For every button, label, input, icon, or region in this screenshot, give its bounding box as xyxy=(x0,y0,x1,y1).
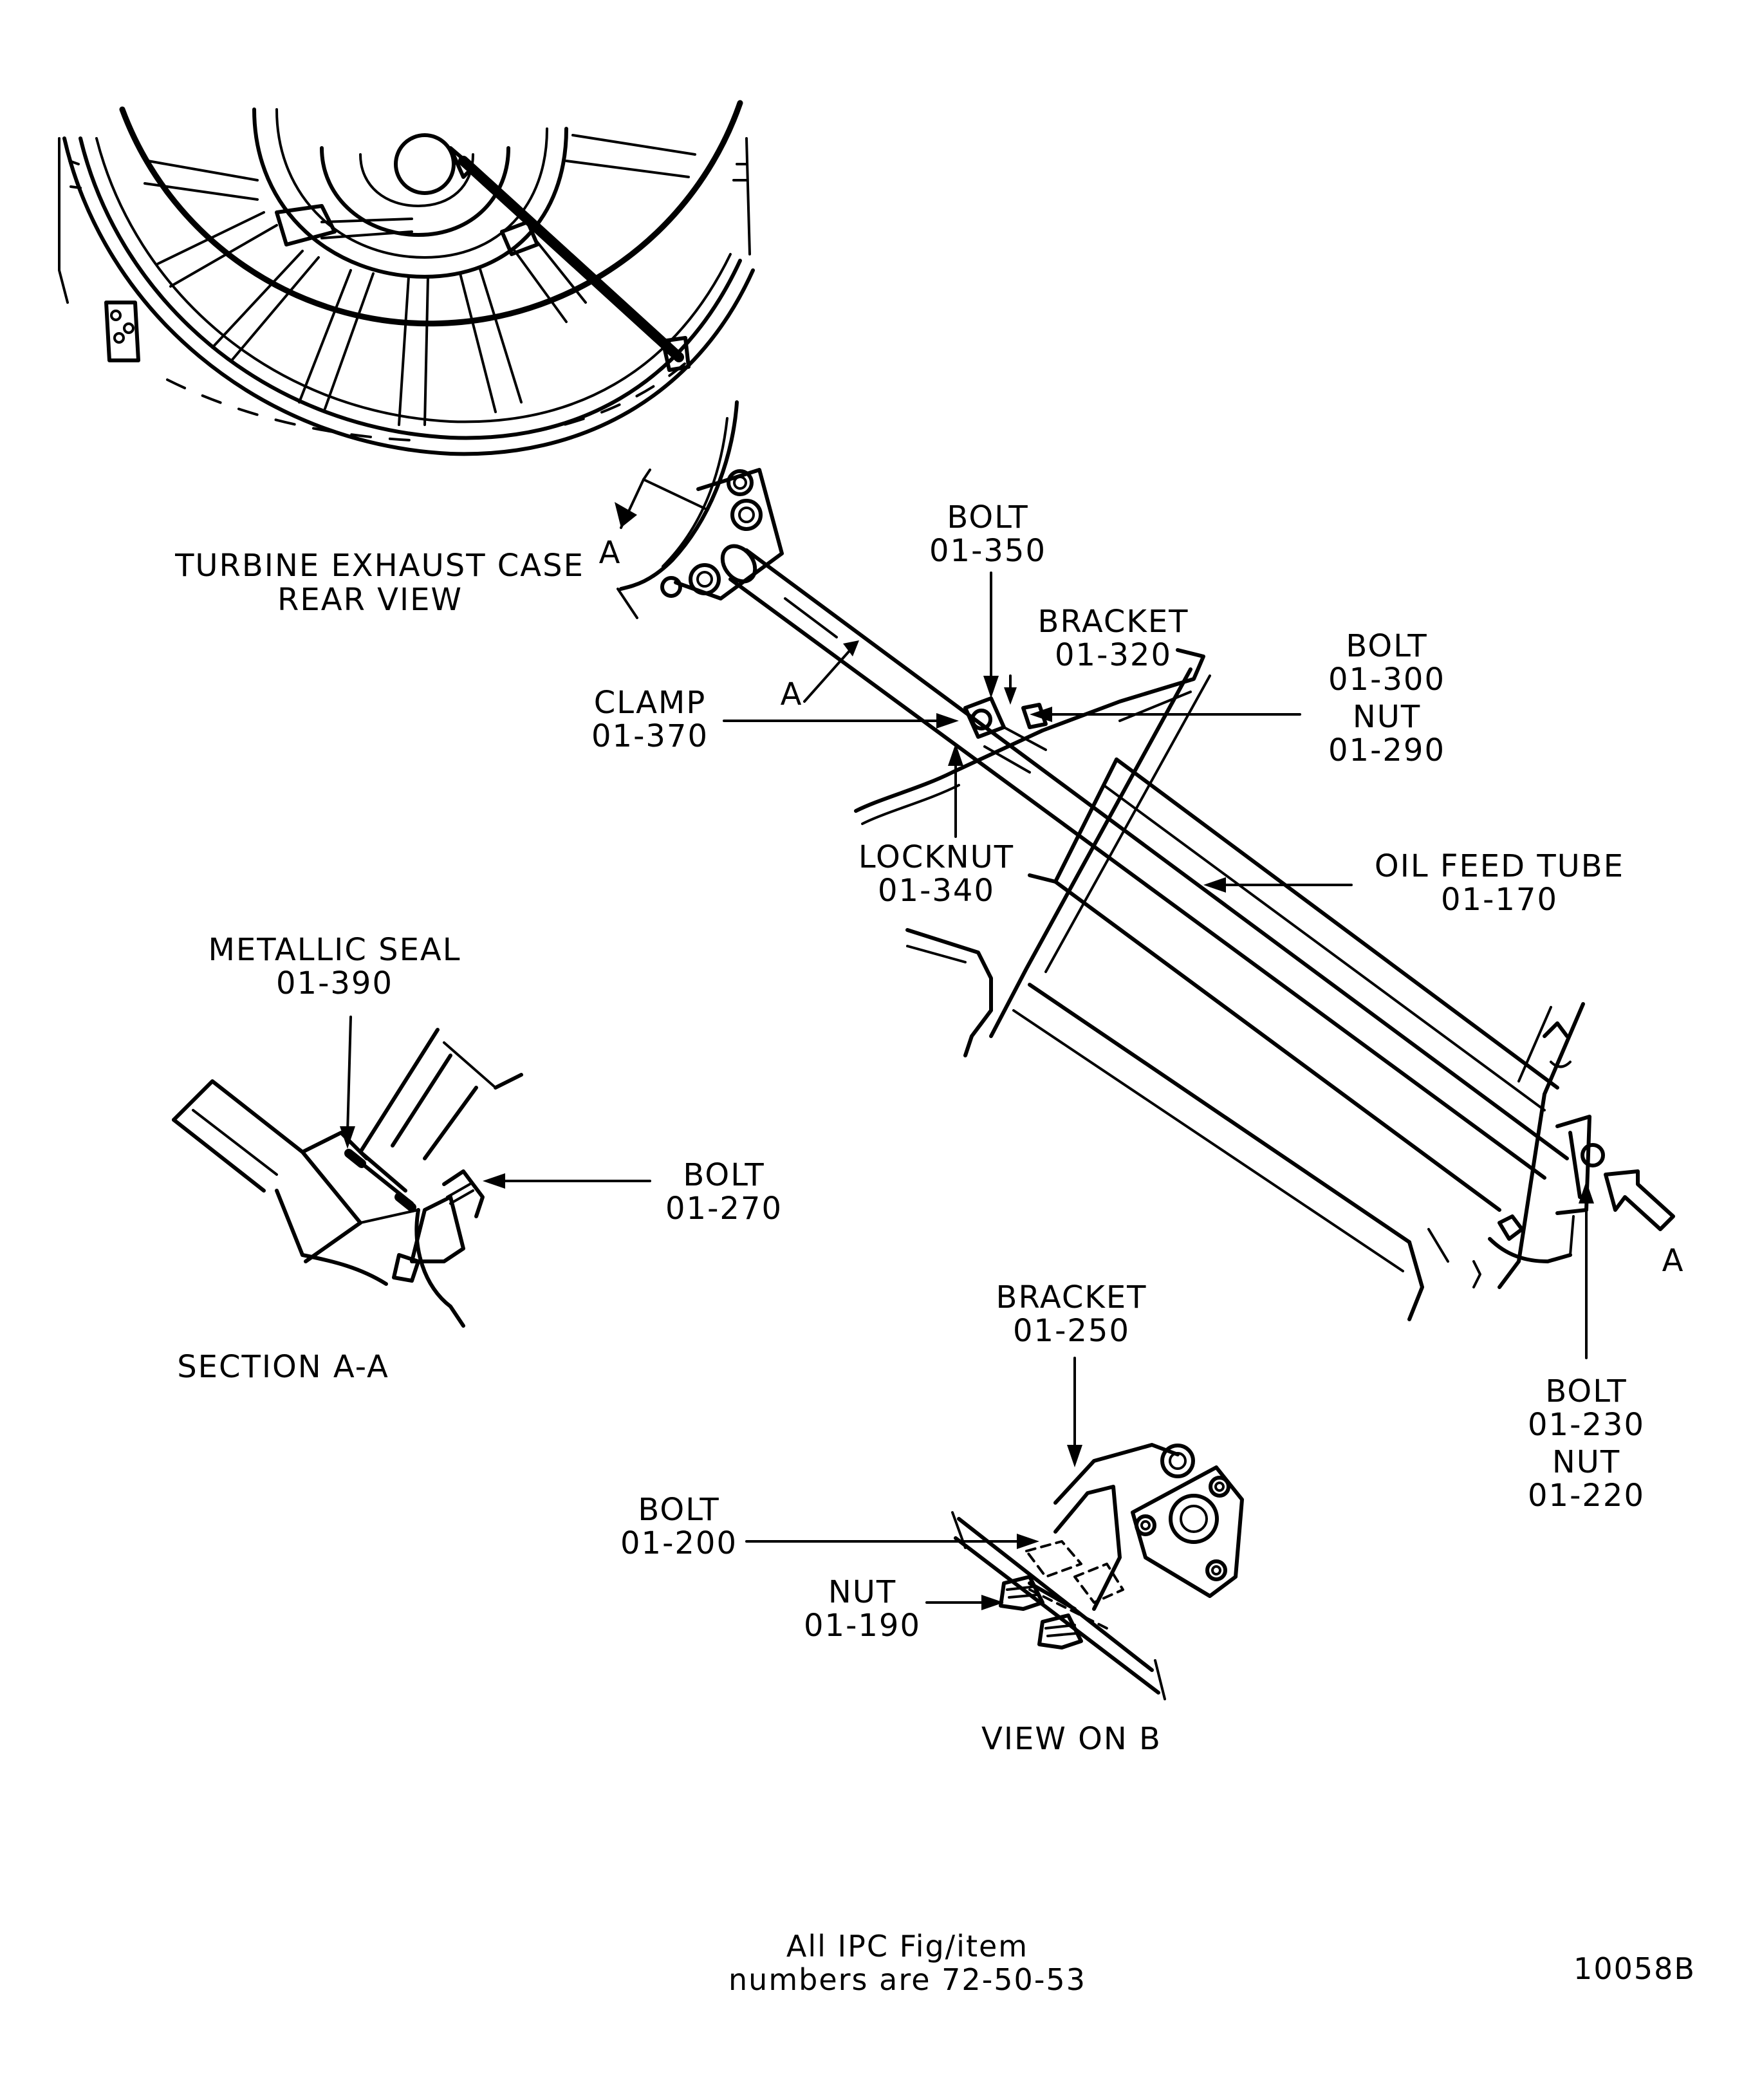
drawing-number: 10058B xyxy=(1573,1951,1696,1986)
turbine-case-label-2: REAR VIEW xyxy=(277,582,463,618)
metallic-seal-number: 01-390 xyxy=(276,965,393,1001)
bracket-320-label: BRACKET xyxy=(1038,604,1189,640)
locknut-340-label: LOCKNUT xyxy=(858,839,1014,875)
bolt-270-label: BOLT xyxy=(683,1157,765,1193)
bracket-250-number: 01-250 xyxy=(1013,1313,1130,1349)
footer: All IPC Fig/item numbers are 72-50-53 10… xyxy=(728,1929,1696,1997)
bracket-250-label: BRACKET xyxy=(996,1279,1147,1315)
section-a-arrow-upper xyxy=(615,469,706,529)
bolt-350-number: 01-350 xyxy=(929,533,1046,569)
turbine-case-label-1: TURBINE EXHAUST CASE xyxy=(174,548,584,584)
clamp-370-number: 01-370 xyxy=(591,718,709,754)
section-mark-a-tube: A xyxy=(781,676,803,712)
clamp-370-label: CLAMP xyxy=(594,685,707,721)
nut-290-label: NUT xyxy=(1353,699,1421,735)
bolt-350-label: BOLT xyxy=(947,499,1028,535)
section-aa-label: SECTION A-A xyxy=(177,1349,389,1385)
section-a-arrow-tube xyxy=(803,640,859,703)
oil-feed-tube-label: OIL FEED TUBE xyxy=(1375,848,1624,884)
metallic-seal-label: METALLIC SEAL xyxy=(209,932,461,968)
view-on-b-label: VIEW ON B xyxy=(981,1721,1162,1757)
bracket-320-number: 01-320 xyxy=(1055,637,1172,673)
ipc-note-line-2: numbers are 72-50-53 xyxy=(728,1962,1086,1997)
bolt-230-label: BOLT xyxy=(1545,1373,1627,1409)
turbine-exhaust-case-drawing xyxy=(58,100,755,456)
ipc-note-line-1: All IPC Fig/item xyxy=(786,1929,1028,1964)
section-mark-a-upper: A xyxy=(599,535,622,571)
nut-190-number: 01-190 xyxy=(804,1608,921,1644)
nut-220-number: 01-220 xyxy=(1528,1478,1645,1514)
oil-feed-tube-assembly xyxy=(720,544,1605,1321)
bolt-200-number: 01-200 xyxy=(620,1525,737,1561)
bolt-300-number: 01-300 xyxy=(1328,662,1445,698)
nut-220-label: NUT xyxy=(1552,1444,1620,1480)
strut-boss-drawing xyxy=(617,400,784,619)
bolt-270-number: 01-270 xyxy=(665,1191,783,1227)
view-on-b-drawing xyxy=(951,1443,1244,1700)
section-aa-drawing xyxy=(172,1028,523,1328)
locknut-340-number: 01-340 xyxy=(878,873,995,909)
oil-feed-tube-number: 01-170 xyxy=(1441,882,1558,918)
nut-290-number: 01-290 xyxy=(1328,732,1445,768)
view-arrow-a-label: A xyxy=(1662,1243,1685,1279)
bolt-200-label: BOLT xyxy=(638,1492,719,1528)
bolt-230-number: 01-230 xyxy=(1528,1407,1645,1443)
bolt-300-label: BOLT xyxy=(1346,628,1427,664)
leader-lines xyxy=(340,571,1594,1610)
nut-190-label: NUT xyxy=(828,1574,896,1610)
callout-labels: TURBINE EXHAUST CASE REAR VIEW A BOLT 01… xyxy=(174,499,1685,1757)
view-a-arrow xyxy=(1604,1169,1675,1231)
